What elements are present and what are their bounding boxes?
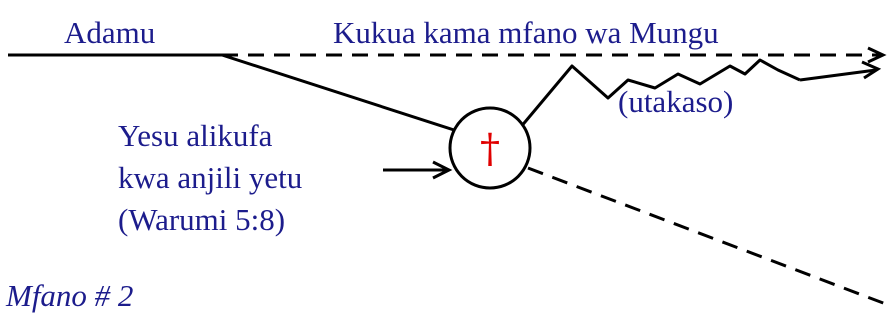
jesus-died-line1: Yesu alikufa: [118, 118, 273, 153]
fall-line: [221, 53, 455, 132]
lost-path-dashed-line: [527, 166, 891, 308]
cross-circle: [448, 106, 532, 190]
jesus-died-line2: kwa anjili yetu: [118, 160, 302, 195]
ideal-line-arrowhead: [867, 46, 887, 64]
adam-label: Adamu: [64, 15, 155, 50]
sanctification-label: (utakaso): [618, 84, 733, 119]
sanctification-arrowhead: [861, 60, 882, 80]
example-caption: Mfano # 2: [5, 278, 133, 313]
image-of-god-label: Kukua kama mfano wa Mungu: [333, 15, 719, 50]
sanctification-zigzag: [518, 58, 801, 129]
cross-icon: †: [480, 126, 500, 172]
scripture-reference: (Warumi 5:8): [118, 202, 285, 237]
sanctification-arrow-shaft: [799, 68, 877, 82]
pointer-arrowhead: [432, 160, 453, 180]
